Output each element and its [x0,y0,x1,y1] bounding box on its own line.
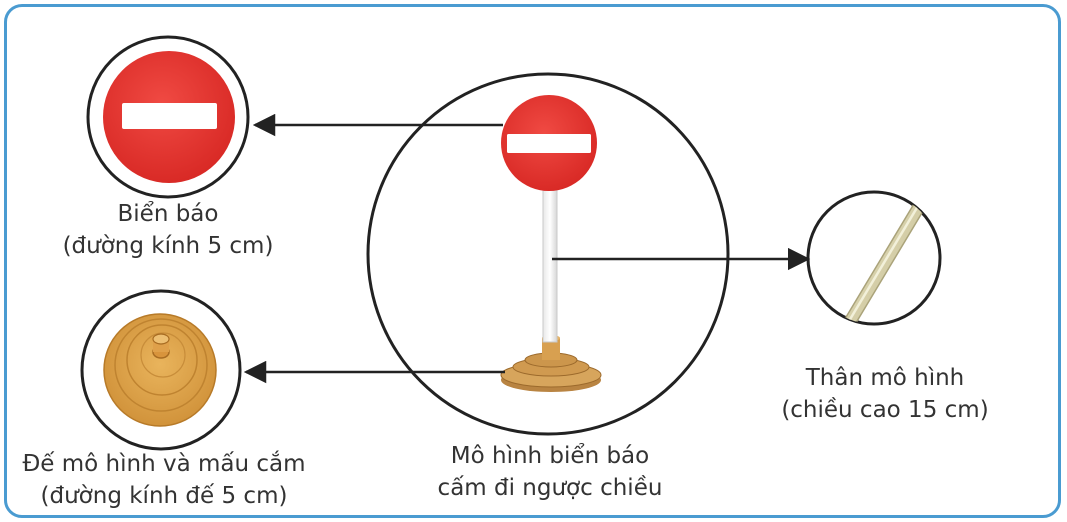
base-label-title: Đế mô hình và mấu cắm [22,451,306,477]
pole-detail-circle [806,190,942,326]
sign-detail-circle [86,35,250,199]
pole-label: Thân mô hình (chiều cao 15 cm) [770,362,1000,426]
model-label-title: Mô hình biển báo [450,443,650,469]
sign-label-size: (đường kính 5 cm) [62,233,274,259]
base-detail-circle [80,289,242,451]
diagram-frame [4,4,1061,518]
base-label-size: (đường kính đế 5 cm) [40,483,288,509]
model-label-subtitle: cấm đi ngược chiều [437,475,663,501]
model-circle [366,72,730,436]
white-pole-icon [542,187,558,343]
wooden-stand-icon [500,335,602,392]
wooden-base-icon [103,313,217,427]
sign-label-title: Biển báo [117,201,219,227]
pole-label-title: Thân mô hình [805,365,965,391]
pole-label-size: (chiều cao 15 cm) [781,397,989,423]
model-label: Mô hình biển báo cấm đi ngược chiều [420,440,680,504]
sign-white-bar [122,103,217,129]
base-label: Đế mô hình và mấu cắm (đường kính đế 5 c… [14,448,314,512]
sign-label: Biển báo (đường kính 5 cm) [38,198,298,262]
